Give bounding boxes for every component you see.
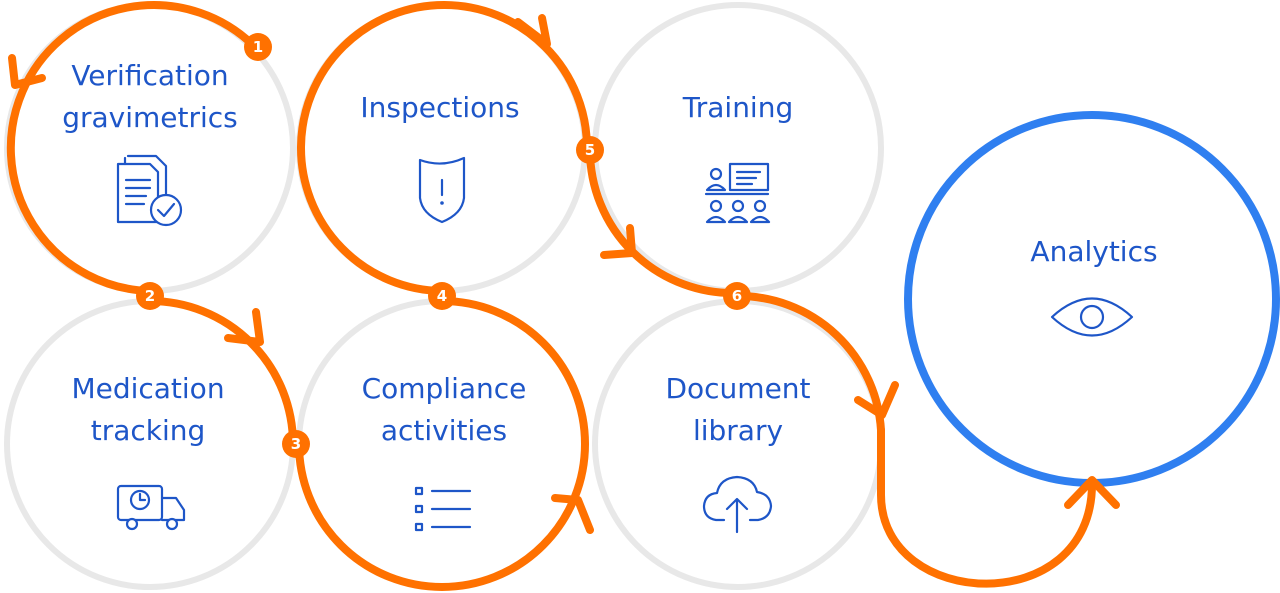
ring-training <box>592 2 884 294</box>
step-badge-4-number: 4 <box>437 287 447 305</box>
node-document: Document library <box>665 372 811 534</box>
path-segment-analytics <box>877 426 1096 588</box>
arrow-verification <box>8 54 46 89</box>
step-badge-4: 4 <box>428 282 456 310</box>
arrow-training <box>600 224 636 259</box>
node-medication: Medication tracking <box>71 372 225 531</box>
step-badge-4-circle <box>428 282 456 310</box>
node-verification: Verification gravimetrics <box>62 59 238 227</box>
path-segment-compliance <box>295 297 589 591</box>
classroom-icon <box>704 162 771 224</box>
step-badge-2-circle <box>136 282 164 310</box>
node-training: Training <box>682 91 793 224</box>
step-badge-5-circle <box>576 136 604 164</box>
arrow-inspections <box>514 14 551 48</box>
arrow-document <box>854 381 899 419</box>
node-document-line2: library <box>693 414 783 447</box>
document-check-icon <box>116 154 183 227</box>
step-badge-3-number: 3 <box>291 435 301 453</box>
node-medication-line2: tracking <box>91 414 206 447</box>
node-inspections: Inspections <box>360 91 520 224</box>
path-segment-inspections <box>297 1 591 295</box>
step-badge-6: 6 <box>723 282 751 310</box>
node-training-label: Training <box>682 91 793 124</box>
step-badge-1-number: 1 <box>253 38 263 56</box>
path-segment-verification <box>6 1 259 295</box>
cloud-upload-icon <box>702 475 773 534</box>
step-badge-6-number: 6 <box>732 287 742 305</box>
node-inspections-label: Inspections <box>360 91 519 124</box>
arrow-analytics <box>1064 476 1120 509</box>
node-analytics: Analytics <box>1030 235 1158 337</box>
step-badge-1: 1 <box>244 33 272 61</box>
step-badge-5: 5 <box>576 136 604 164</box>
step-badge-3-circle <box>282 430 310 458</box>
shield-alert-icon <box>418 156 466 224</box>
node-compliance-line1: Compliance <box>362 372 527 405</box>
arrowheads <box>8 14 1120 534</box>
step-badges: 1 2 3 4 5 6 <box>136 33 751 458</box>
node-verification-line2: gravimetrics <box>62 101 238 134</box>
step-badge-1-circle <box>244 33 272 61</box>
node-verification-line1: Verification <box>71 59 228 92</box>
step-badge-2-number: 2 <box>145 287 155 305</box>
checklist-icon <box>414 486 472 532</box>
arrow-compliance <box>551 494 594 534</box>
node-compliance: Compliance activities <box>362 372 527 532</box>
delivery-truck-clock-icon <box>116 484 186 531</box>
step-badge-3: 3 <box>282 430 310 458</box>
arrow-medication <box>224 308 264 346</box>
step-badge-2: 2 <box>136 282 164 310</box>
step-badge-5-number: 5 <box>585 141 595 159</box>
eye-icon <box>1050 297 1134 337</box>
node-compliance-line2: activities <box>381 414 507 447</box>
node-document-line1: Document <box>665 372 810 405</box>
step-badge-6-circle <box>723 282 751 310</box>
node-medication-line1: Medication <box>71 372 224 405</box>
path-segment-document <box>734 291 885 434</box>
node-analytics-label: Analytics <box>1030 235 1157 268</box>
